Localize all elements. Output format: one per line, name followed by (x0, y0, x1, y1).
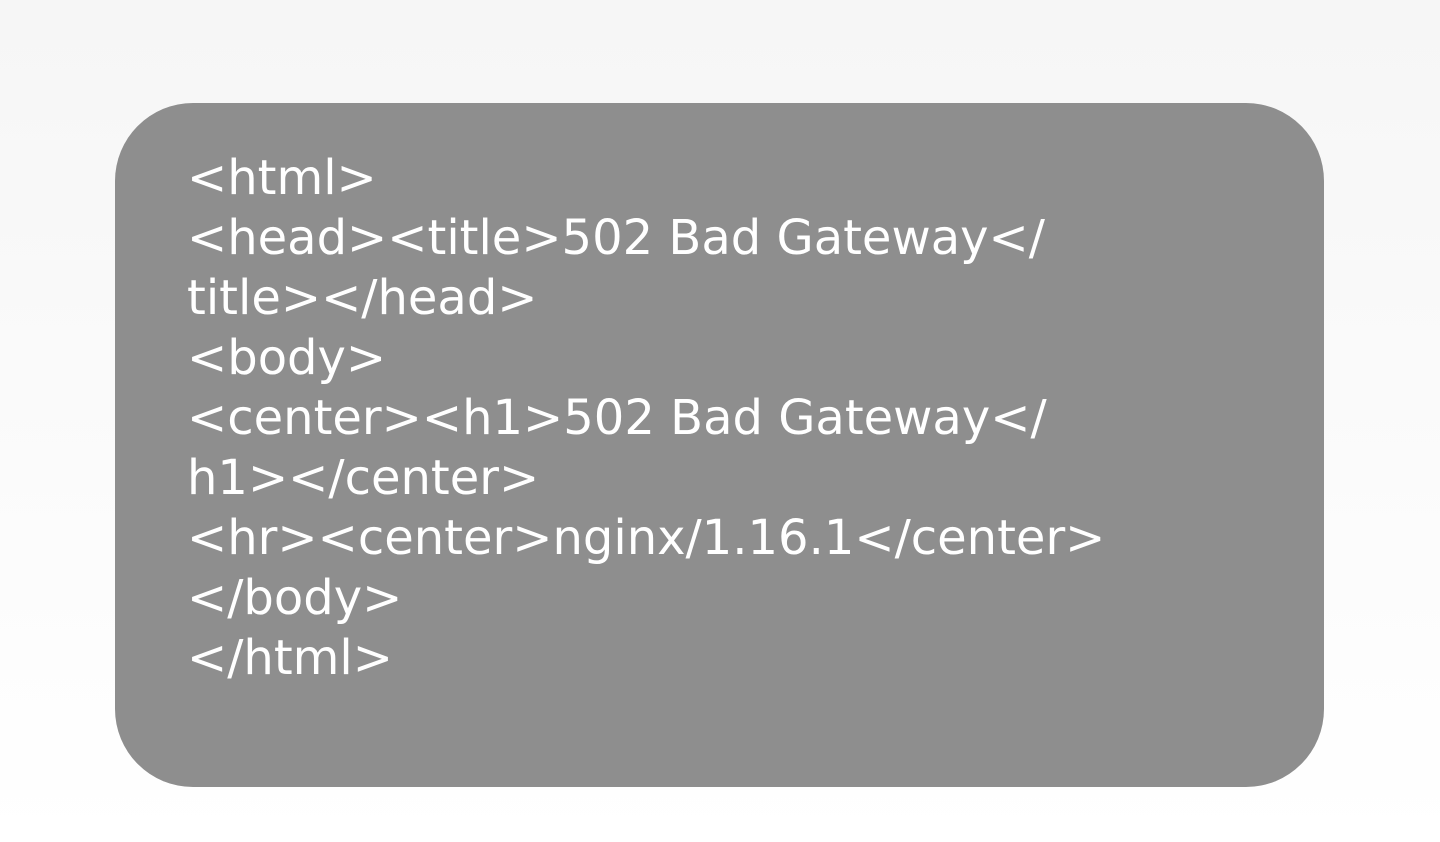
code-line-server-version: <hr><center>nginx/1.16.1</center> (187, 510, 1106, 566)
raw-html-response: <html> <head><title>502 Bad Gateway</ ti… (187, 148, 1284, 688)
code-line-title-close: title></head> (187, 270, 538, 326)
code-line-html-close: </html> (187, 630, 393, 686)
code-line-h1-close: h1></center> (187, 450, 540, 506)
code-line-body-open: <body> (187, 330, 387, 386)
code-line-body-close: </body> (187, 570, 403, 626)
code-line-head-title: <head><title>502 Bad Gateway</ (187, 210, 1045, 266)
code-line-html-open: <html> (187, 150, 377, 206)
error-message-card: <html> <head><title>502 Bad Gateway</ ti… (115, 103, 1324, 787)
code-line-center-h1: <center><h1>502 Bad Gateway</ (187, 390, 1047, 446)
